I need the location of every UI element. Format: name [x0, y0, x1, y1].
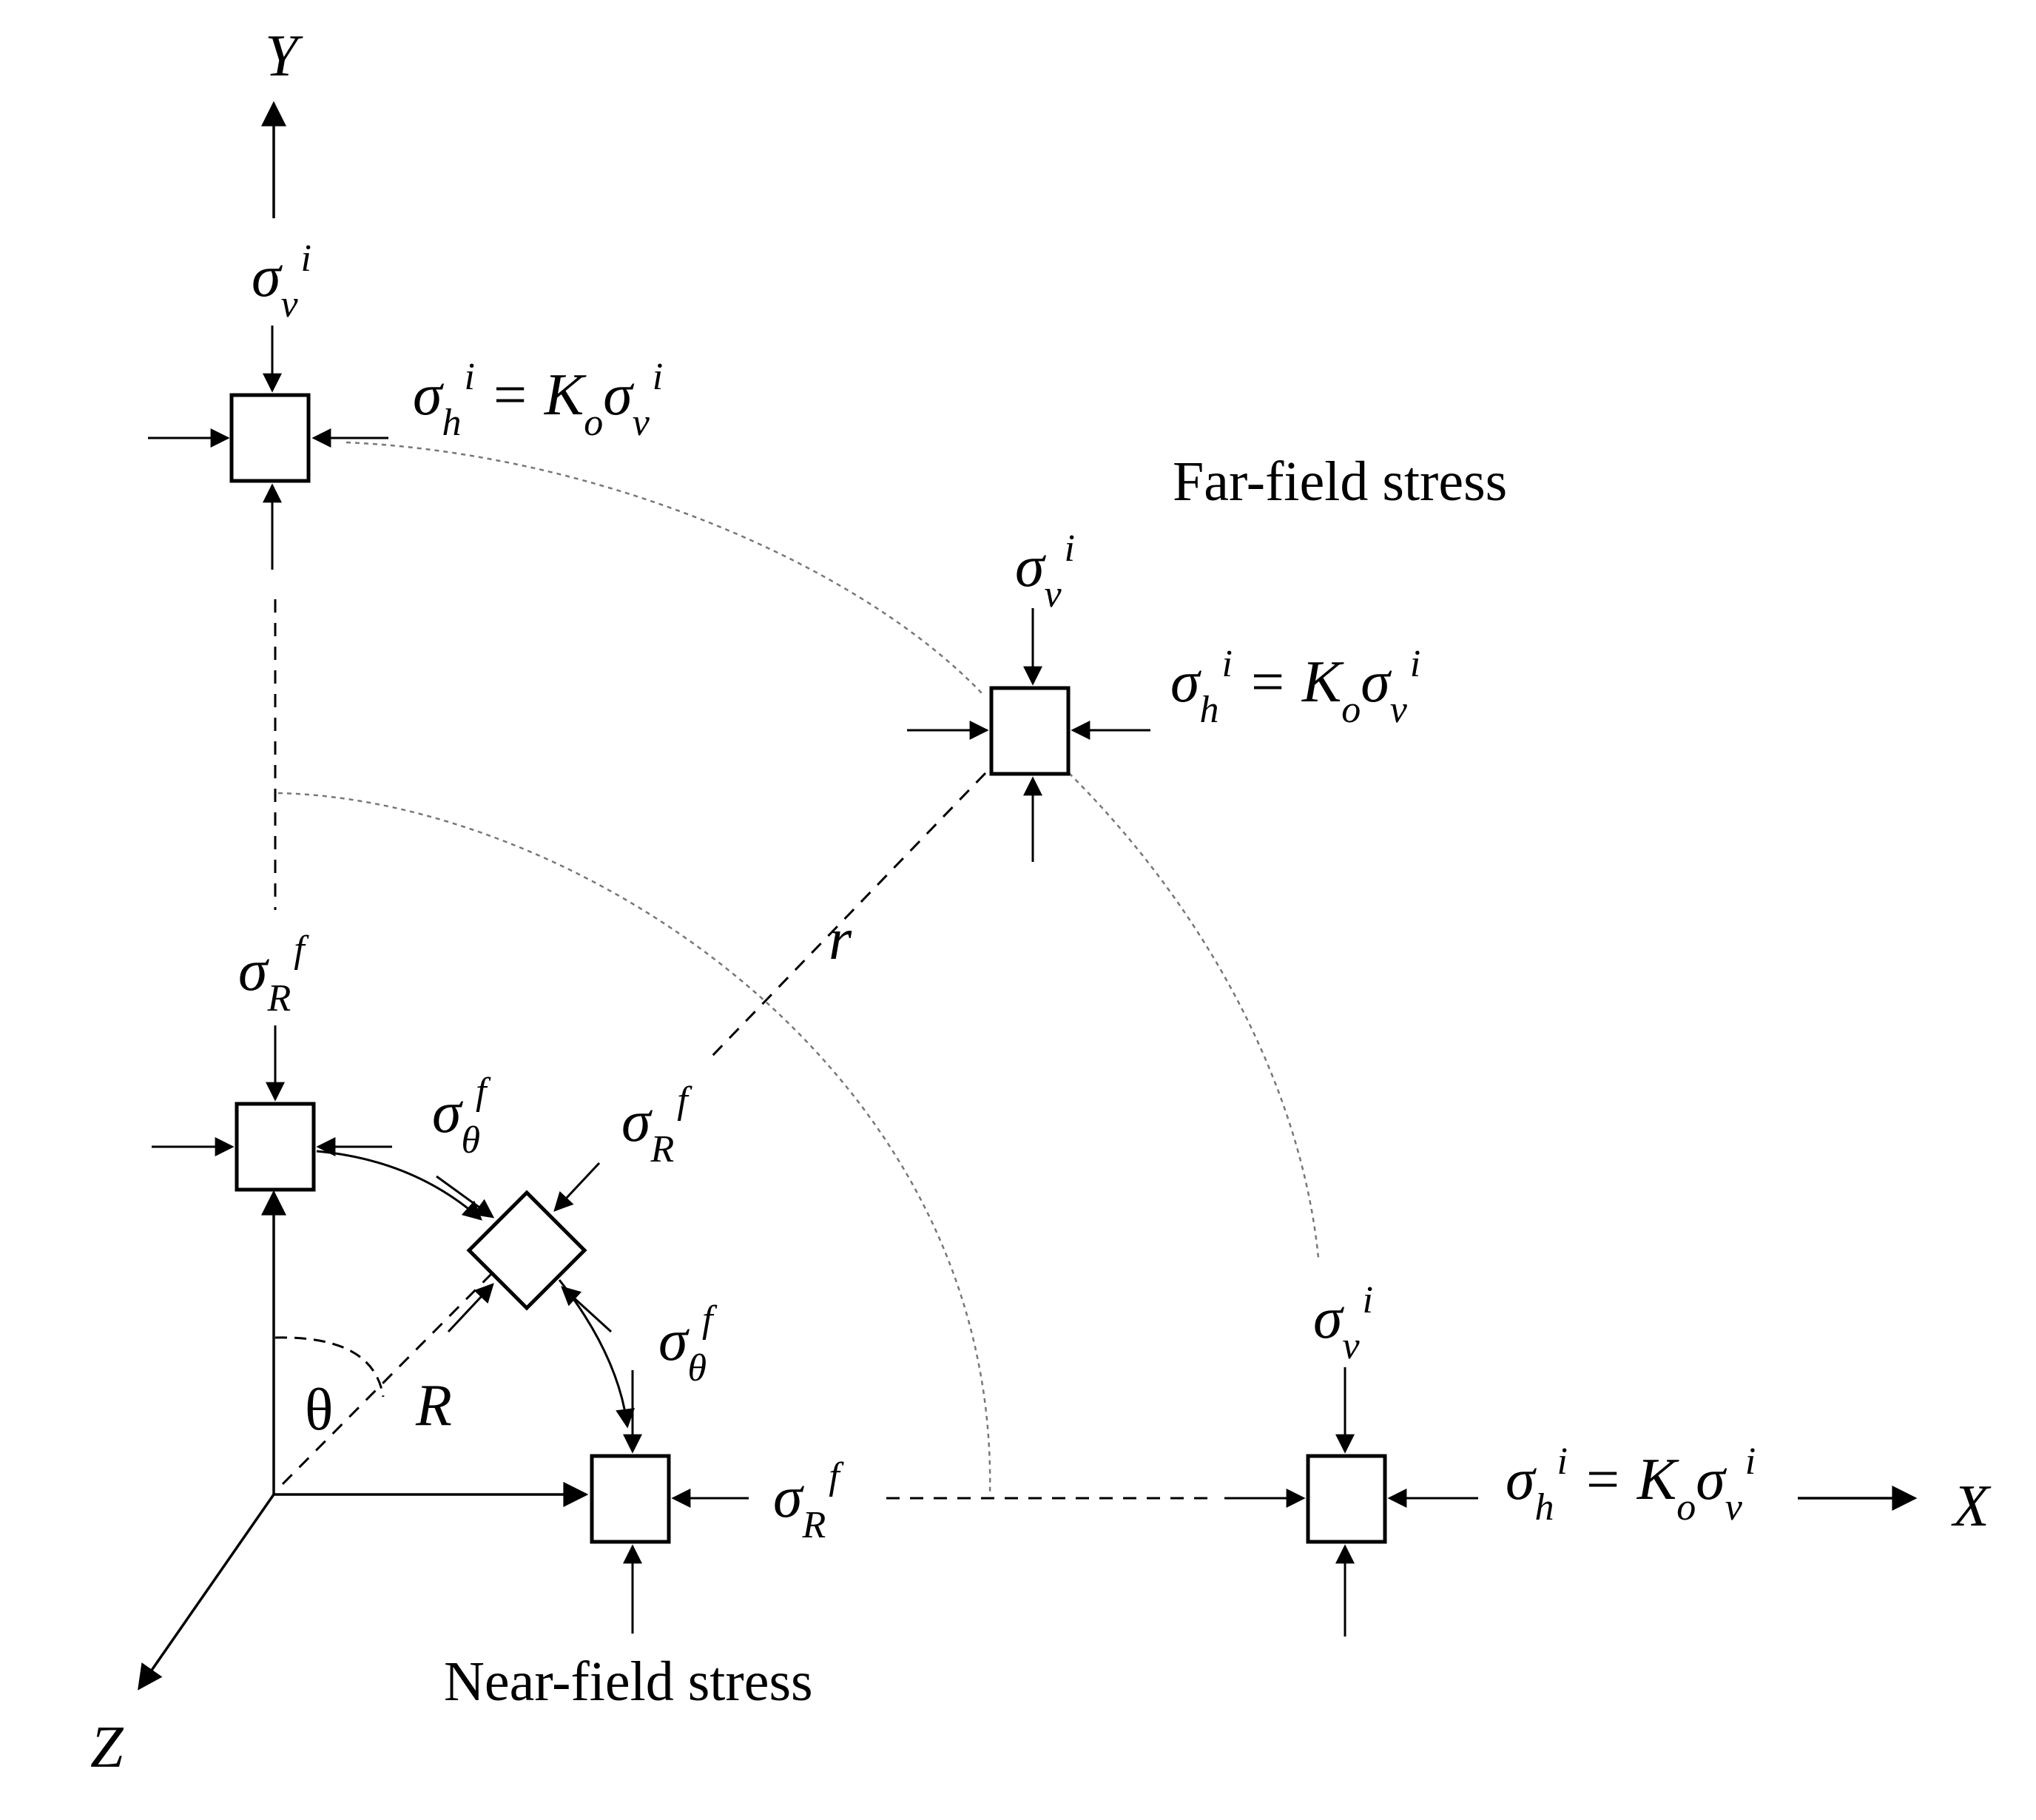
radius-r-dashed — [709, 772, 987, 1059]
near-field-arcs — [316, 1150, 635, 1429]
arrow-rot-R-lower — [447, 1283, 494, 1333]
middle-guide-arc — [277, 792, 991, 1495]
sigma-h-eq-right: σhi = Koσvi — [1506, 1440, 1756, 1529]
sigma-h-eq-top: σhi = Koσvi — [413, 356, 663, 444]
element-far-right — [1306, 1454, 1387, 1544]
axis-z-label: Z — [90, 1715, 124, 1780]
element-far-diagonal — [989, 686, 1071, 776]
radius-R-dashed — [281, 1270, 496, 1486]
arrow-rot-theta-lower — [561, 1286, 613, 1333]
sigma-v-i-right: σvi — [1313, 1279, 1373, 1367]
r-label: r — [829, 907, 852, 972]
R-label: R — [415, 1373, 452, 1438]
sigma-v-i-top: σvi — [252, 237, 311, 326]
axis-y-label: Y — [265, 24, 303, 89]
arrow-rot-R-upper — [553, 1162, 601, 1212]
far-field-heading: Far-field stress — [1173, 451, 1507, 513]
far-field-outer-arc — [345, 441, 985, 696]
sigma-R-f-right: σRf — [773, 1455, 844, 1546]
near-arc-lower — [558, 1279, 635, 1429]
axis-dashed-continuations — [274, 599, 1213, 1500]
guide-arcs — [277, 441, 1320, 1495]
theta-arc — [274, 1336, 385, 1398]
labels: Y X Z Far-field stress Near-field stress… — [90, 24, 1992, 1780]
axis-x-label: X — [1951, 1474, 1992, 1539]
sigma-R-f-rotated: σRf — [621, 1079, 692, 1170]
far-field-outer-arc-lower — [1068, 772, 1320, 1258]
theta-label: θ — [305, 1378, 333, 1443]
element-far-top — [229, 393, 311, 483]
z-axis — [138, 1494, 275, 1691]
near-arc-upper — [316, 1150, 482, 1221]
element-near-top — [235, 1102, 316, 1192]
stress-elements — [229, 393, 1387, 1544]
element-near-rotated — [466, 1190, 587, 1311]
sigma-theta-f-upper: σθf — [432, 1071, 491, 1162]
sigma-h-eq-diagonal: σhi = Koσvi — [1170, 643, 1420, 731]
coordinate-axes — [138, 101, 1918, 1691]
arrow-rot-theta-upper — [436, 1175, 495, 1219]
near-field-heading: Near-field stress — [444, 1651, 813, 1713]
sigma-theta-f-lower: σθf — [658, 1298, 718, 1389]
stress-arrows — [148, 326, 1478, 1637]
element-near-right — [590, 1454, 671, 1544]
sigma-R-f-top: σRf — [238, 928, 309, 1019]
sigma-v-i-diagonal: σvi — [1015, 528, 1075, 616]
